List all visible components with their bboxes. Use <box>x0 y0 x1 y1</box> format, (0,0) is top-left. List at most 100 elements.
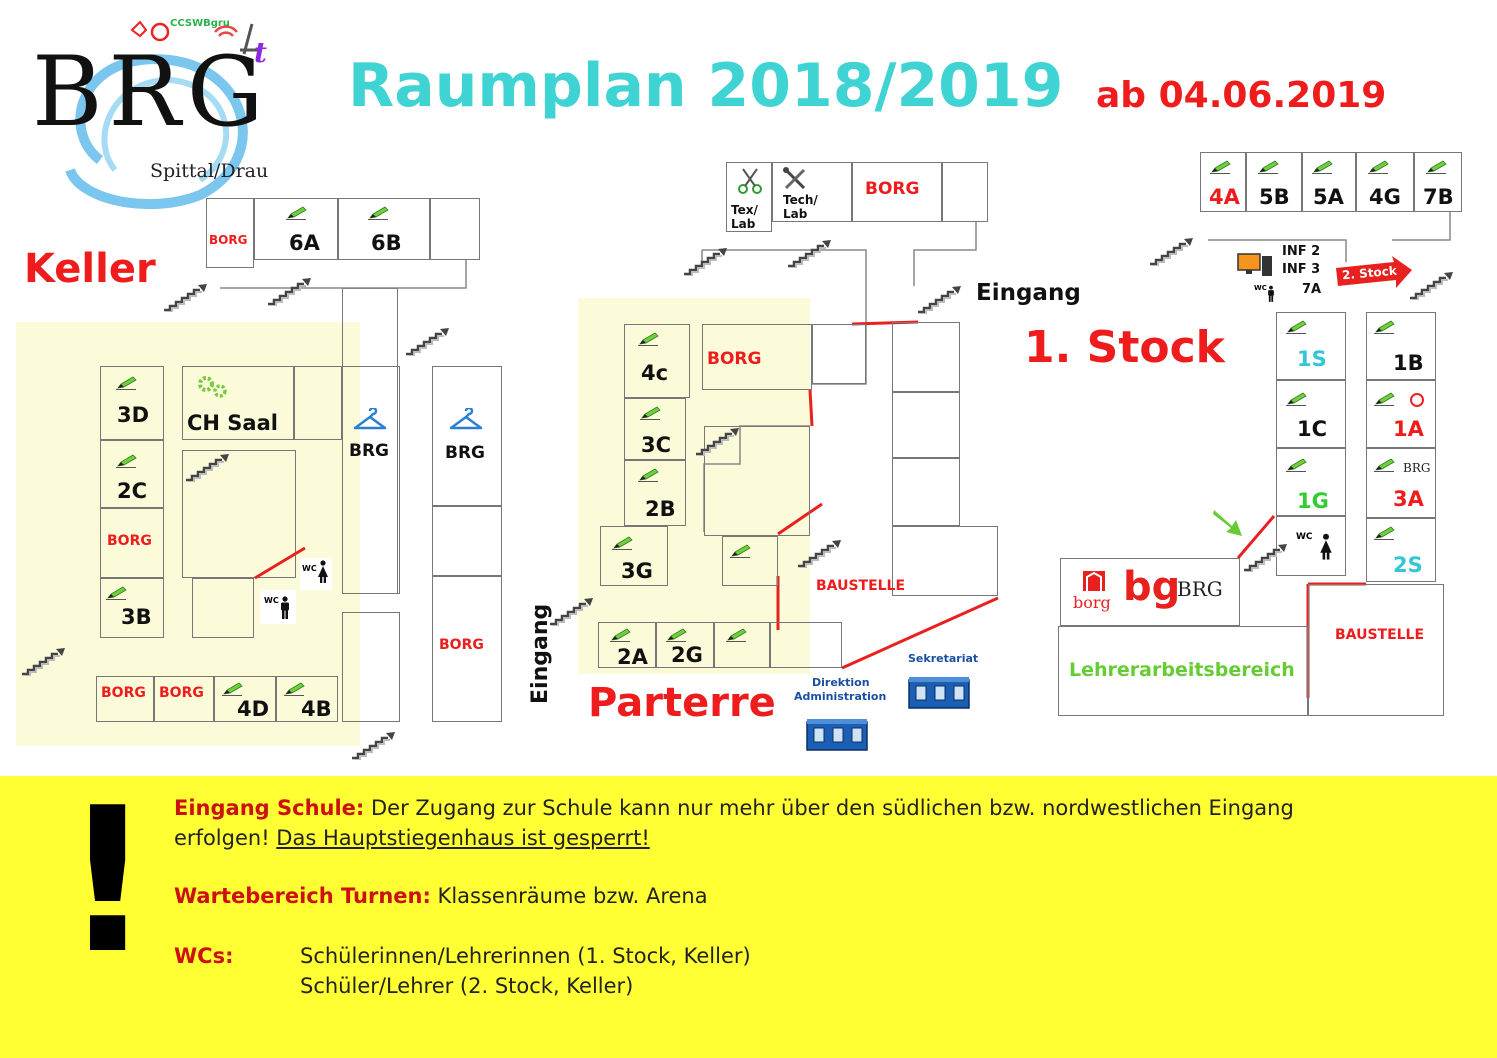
wc-label: WC <box>302 564 317 573</box>
scissors-icon <box>738 168 762 194</box>
room-keller-borg-b2[interactable]: BORG <box>154 676 214 722</box>
wc-women: WC <box>300 558 332 590</box>
room-2c[interactable]: 2C <box>100 440 164 508</box>
room-3a[interactable]: 3A <box>1366 448 1436 518</box>
room-label: 2G <box>671 643 703 667</box>
wc-label: WC <box>1254 284 1267 292</box>
room-5b[interactable]: 5B <box>1246 152 1302 212</box>
room-label: BRG <box>349 441 390 461</box>
room-3g[interactable]: 3G <box>600 526 668 586</box>
room-keller-borg-b1[interactable]: BORG <box>96 676 154 722</box>
notice-line-4: WCs: <box>174 944 233 968</box>
tools-icon <box>783 167 806 190</box>
room-5a[interactable]: 5A <box>1302 152 1356 212</box>
room-label: 1S <box>1297 347 1327 371</box>
exclamation-mark: ! <box>62 765 154 998</box>
room-keller-borg-mid[interactable]: BORG <box>100 508 164 578</box>
pencil-icon <box>1312 160 1334 174</box>
room-label: 4c <box>641 361 669 385</box>
keller-walls <box>220 260 467 580</box>
room-3c[interactable]: 3C <box>624 398 686 460</box>
room-stock1-wc <box>1276 516 1346 576</box>
wc-men: WC <box>260 590 296 624</box>
room-baustelle-stock1: BAUSTELLE <box>1308 584 1444 716</box>
room-1b[interactable]: 1B <box>1366 312 1436 380</box>
room-parterre-borg-mid[interactable]: BORG <box>702 324 812 390</box>
room-label: BORG <box>865 179 920 199</box>
room-4c[interactable]: 4c <box>624 324 690 398</box>
stairs-icon <box>1148 236 1194 266</box>
pencil-icon <box>1374 458 1396 472</box>
room-label: 3B <box>121 605 152 629</box>
room-label: Tex/ <box>731 203 758 217</box>
room-label: 1G <box>1297 489 1329 513</box>
small-logo-icon <box>1410 393 1424 407</box>
room-4b[interactable]: 4B <box>276 676 338 722</box>
computer-icon <box>1237 253 1272 276</box>
room-2b[interactable]: 2B <box>624 460 686 526</box>
room-parterre-borg-top[interactable]: BORG <box>852 162 942 222</box>
room-2g[interactable]: 2G <box>656 622 714 668</box>
arrow-right-icon <box>1336 256 1412 288</box>
notice-line-5: Schüler/Lehrer (2. Stock, Keller) <box>300 974 633 998</box>
baustelle-parterre: BAUSTELLE <box>816 578 906 594</box>
brg-logo-text: BRG <box>1177 577 1223 601</box>
gears-icon <box>198 376 227 398</box>
stairs-icon <box>1242 542 1288 572</box>
pencil-icon <box>1374 392 1396 406</box>
stock2-arrow[interactable]: 2. Stock <box>1334 256 1414 292</box>
room-label: Lehrerarbeitsbereich <box>1069 659 1295 681</box>
room-1c[interactable]: 1C <box>1276 380 1346 448</box>
room-ch-saal[interactable]: CH Saal <box>182 366 294 440</box>
logo-main: BRG <box>32 36 270 148</box>
room-keller-borg-top[interactable]: BORG <box>206 198 254 268</box>
room-2a[interactable]: 2A <box>598 622 656 669</box>
room-label: 4A <box>1209 185 1240 209</box>
room-3b[interactable]: 3B <box>100 578 164 638</box>
pencil-icon <box>1210 160 1232 174</box>
wc-women: WC <box>1294 528 1342 568</box>
room-4a[interactable]: 4A <box>1200 152 1246 212</box>
small-brg-logo-icon: BRG <box>1403 461 1430 474</box>
parterre-zone <box>578 298 810 674</box>
room-3d[interactable]: 3D <box>100 366 164 440</box>
room-tex-lab[interactable]: Tex/ Lab <box>726 162 772 232</box>
room-6a[interactable]: 6A <box>254 198 338 260</box>
pencil-icon <box>1258 160 1280 174</box>
sekretariat-label: Sekretariat <box>908 652 979 665</box>
room-label: 7B <box>1423 185 1454 209</box>
notice-panel: ! Eingang Schule: Der Zugang zur Schule … <box>0 776 1497 1058</box>
room-1s[interactable]: 1S <box>1276 312 1346 380</box>
room-brg-1[interactable]: BRG <box>342 366 400 594</box>
room-6b[interactable]: 6B <box>338 198 430 260</box>
woman-icon <box>1318 532 1334 562</box>
room-keller-borg-right[interactable]: BORG <box>432 576 502 722</box>
room-label: 2S <box>1393 553 1423 577</box>
room-label: 2A <box>617 645 648 669</box>
notice-text: Schüler/Lehrer (2. Stock, Keller) <box>300 974 634 998</box>
page-date: ab 04.06.2019 <box>1096 75 1387 116</box>
page-title: Raumplan 2018/2019 <box>348 51 1064 121</box>
room-keller-small <box>192 578 254 638</box>
logo-sub: Spittal/Drau <box>150 160 269 182</box>
room-label: 1A <box>1393 417 1424 441</box>
room-brg-2[interactable]: BRG <box>432 366 502 506</box>
room-7b[interactable]: 7B <box>1414 152 1462 212</box>
room-label: 6B <box>371 231 402 255</box>
room-1g[interactable]: 1G <box>1276 448 1346 516</box>
wc-label: WC <box>1296 532 1313 542</box>
wc-small: WC <box>1252 282 1282 308</box>
room-4g[interactable]: 4G <box>1356 152 1414 212</box>
room-2s[interactable]: 2S <box>1366 518 1436 582</box>
room-label: CH Saal <box>187 411 278 435</box>
pencil-icon <box>1374 320 1396 334</box>
room-parterre-col2 <box>892 392 960 458</box>
room-keller-empty1 <box>430 198 480 260</box>
stairs-icon <box>1408 270 1454 300</box>
room-1a[interactable]: 1A <box>1366 380 1436 448</box>
notice-text: Der Zugang zur Schule kann nur mehr über… <box>364 796 1294 820</box>
room-tech-lab[interactable]: Tech/ Lab <box>772 162 852 222</box>
room-label: BAUSTELLE <box>1335 627 1425 643</box>
room-lehrerarbeitsbereich[interactable]: Lehrerarbeitsbereich <box>1058 626 1308 716</box>
room-4d[interactable]: 4D <box>214 676 276 722</box>
